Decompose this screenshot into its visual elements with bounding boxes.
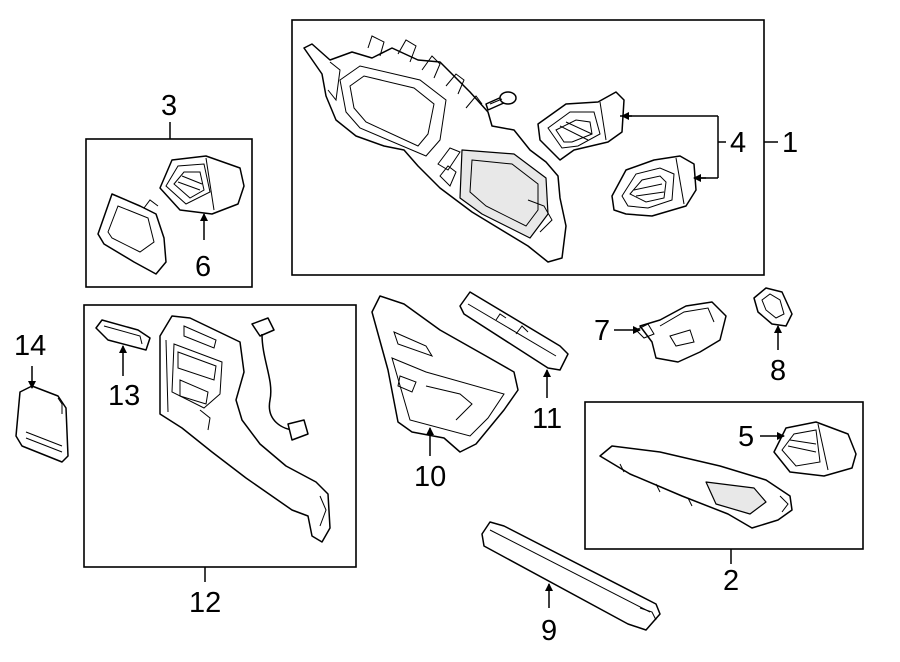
trim-strip-9: [481, 521, 661, 631]
callout-6: 6: [195, 251, 211, 283]
group-box-1: [291, 19, 765, 276]
console-vent-5: [773, 421, 857, 477]
trim-strip-11: [459, 291, 569, 371]
air-vent-upper: [537, 91, 625, 161]
callout-1: 1: [782, 127, 798, 159]
bezel-ring-8: [753, 287, 793, 327]
group-box-2: [584, 401, 864, 550]
callout-4: 4: [730, 127, 746, 159]
console-side-panel: [599, 445, 793, 529]
group-box-12: [83, 304, 357, 568]
lower-dash-panel: [159, 315, 331, 543]
callout-13: 13: [108, 380, 140, 412]
side-vent-6: [159, 155, 245, 215]
callout-3: 3: [161, 90, 177, 122]
bezel-screw: [485, 91, 517, 111]
callout-14: 14: [14, 330, 46, 362]
wire-harness: [251, 317, 309, 441]
callout-7: 7: [594, 315, 610, 347]
callout-10: 10: [414, 461, 446, 493]
callout-9: 9: [541, 615, 557, 647]
leader-lines: [28, 112, 785, 608]
switch-13: [95, 319, 151, 351]
bracket-7: [635, 301, 727, 363]
callout-11: 11: [532, 403, 562, 435]
callout-8: 8: [770, 355, 786, 387]
callout-2: 2: [723, 565, 739, 597]
callout-12: 12: [189, 587, 221, 619]
vent-cover: [97, 193, 167, 275]
center-trim-bezel-10: [371, 295, 519, 453]
callout-5: 5: [738, 421, 754, 453]
instrument-panel-bezel: [303, 35, 567, 263]
air-vent-lower: [611, 155, 697, 217]
side-panel-cap-14: [15, 385, 69, 463]
group-box-3: [85, 138, 253, 288]
